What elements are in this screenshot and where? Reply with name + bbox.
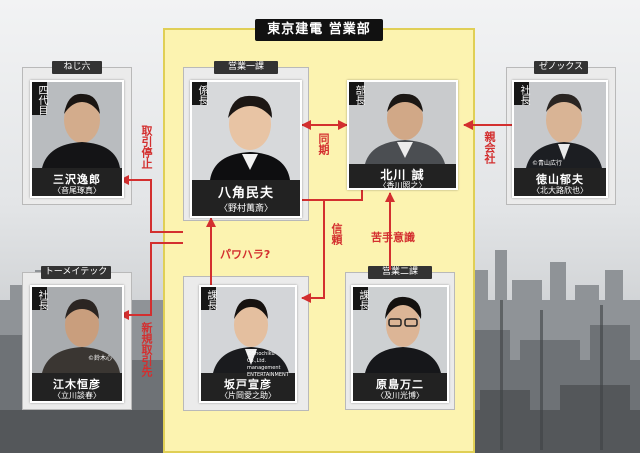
tomeitech-label: トーメイテック (41, 266, 111, 279)
card-tokuyama: 社長 ©青山広行 徳山郁夫 〈北大路欣也〉 (512, 80, 608, 198)
role-kitagawa: 部長 (349, 82, 364, 105)
role-eki: 社長 (32, 287, 47, 310)
portrait-harashima (353, 287, 447, 373)
name-eki: 江木恒彦 (53, 378, 101, 391)
actor-harashima: 〈及川光博〉 (376, 391, 424, 400)
relation-torihiki-teishi: 取引停止 (140, 125, 153, 169)
relation-doki: 同期 (317, 133, 330, 155)
actor-misawa: 〈音尾琢真〉 (53, 186, 101, 195)
arrow-shinki (119, 242, 183, 320)
actor-kitagawa: 〈香川照之〉 (378, 181, 427, 190)
role-harashima: 課長 (353, 287, 368, 310)
actor-sakado: 〈片岡愛之助〉 (220, 391, 276, 400)
actor-tokuyama: 〈北大路欣也〉 (532, 186, 588, 195)
relation-oyagaisha: 親会社 (483, 131, 496, 164)
portrait-eki (32, 287, 122, 373)
relation-shinki-torihikisaki: 新規取引先 (140, 322, 153, 377)
portrait-yasumi (192, 82, 300, 180)
card-misawa: 四代目 三沢逸郎 〈音尾琢真〉 (30, 80, 124, 198)
relation-nigate-ishiki: 苦手意識 (371, 231, 415, 244)
portrait-tokuyama (514, 82, 606, 168)
relation-shinrai: 信頼 (330, 223, 343, 245)
portrait-sakado (201, 287, 295, 373)
portrait-kitagawa (349, 82, 456, 164)
portrait-misawa (32, 82, 122, 168)
name-yasumi: 八角民夫 (217, 186, 274, 201)
name-misawa: 三沢逸郎 (53, 173, 101, 186)
actor-eki: 〈立川談春〉 (53, 391, 101, 400)
credit-sakado: ©Shochiku Co.,Ltd. management ENTERTAINM… (247, 351, 289, 378)
card-harashima: 課長 原島万二 〈及川光博〉 (351, 285, 449, 403)
role-sakado: 課長 (201, 287, 216, 310)
department-title: 東京建電 営業部 (255, 19, 383, 41)
role-yasumi: 係長 (192, 82, 207, 105)
role-tokuyama: 社長 (514, 82, 529, 105)
card-eki: 社長 ©鈴木心 江木恒彦 〈立川談春〉 (30, 285, 124, 403)
card-kitagawa: 部長 北川 誠 〈香川照之〉 (347, 80, 458, 190)
arrow-shinrai (301, 200, 325, 303)
card-sakado: 課長 ©Shochiku Co.,Ltd. management ENTERTA… (199, 285, 297, 403)
sales1-label: 営業一課 (214, 61, 278, 74)
credit-eki: ©鈴木心 (88, 355, 113, 362)
relation-powahara: パワハラ? (220, 248, 271, 261)
nejiroku-label: ねじ六 (52, 61, 102, 74)
name-kitagawa: 北川 誠 (380, 168, 425, 182)
arrow-torihiki-teishi (119, 175, 183, 233)
role-misawa: 四代目 (32, 82, 47, 115)
zenox-label: ゼノックス (534, 61, 588, 74)
credit-tokuyama: ©青山広行 (532, 160, 563, 167)
name-harashima: 原島万二 (376, 378, 424, 391)
actor-yasumi: 〈野村萬斎〉 (218, 204, 273, 214)
name-tokuyama: 徳山郁夫 (536, 173, 584, 186)
card-yasumi: 係長 八角民夫 〈野村萬斎〉 (190, 80, 302, 218)
name-sakado: 坂戸宣彦 (224, 378, 272, 391)
sales2-label: 営業二課 (368, 266, 432, 279)
